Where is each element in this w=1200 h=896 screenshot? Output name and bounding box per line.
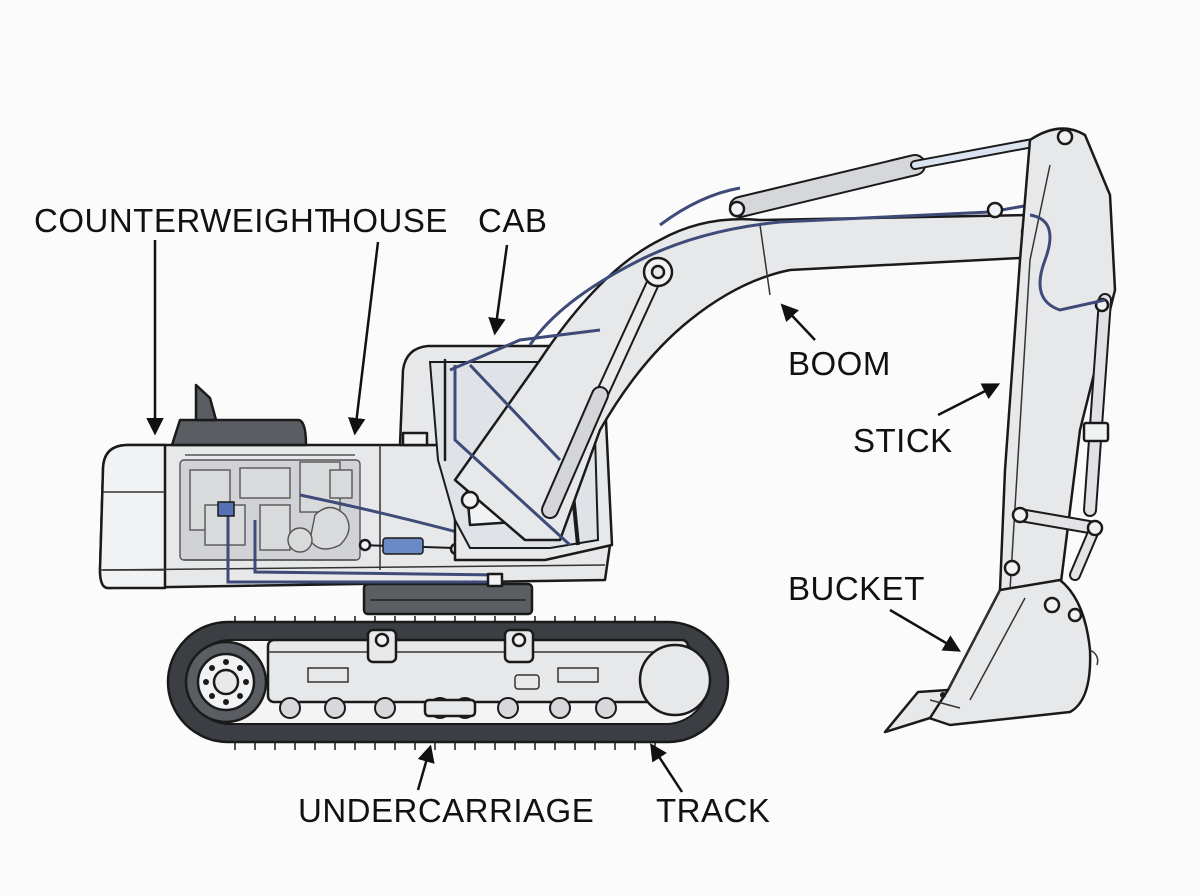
track-arrow [650, 743, 684, 793]
label-boom: BOOM [788, 345, 891, 382]
undercarriage-arrow [416, 744, 435, 791]
stick-cylinder [659, 132, 1070, 227]
stick [998, 127, 1117, 602]
boom-arrow [780, 303, 816, 341]
bucket-arrow [889, 608, 962, 652]
bucket [883, 578, 1099, 734]
label-bucket: BUCKET [788, 570, 925, 607]
label-undercarriage: UNDERCARRIAGE [298, 792, 594, 829]
undercarriage-frame [184, 628, 712, 724]
label-stick: STICK [853, 422, 953, 459]
label-track: TRACK [656, 792, 770, 829]
swing-bearing [362, 582, 534, 616]
boom [449, 201, 1052, 547]
engine [179, 454, 361, 561]
label-counterweight: COUNTERWEIGHT [34, 202, 335, 239]
cab-arrow [488, 244, 509, 336]
label-house: HOUSE [328, 202, 448, 239]
house-arrow [347, 241, 380, 436]
stick-arrow [937, 383, 1001, 417]
track-shoes [234, 616, 656, 750]
label-cab: CAB [478, 202, 547, 239]
leader-lines [146, 240, 1001, 793]
